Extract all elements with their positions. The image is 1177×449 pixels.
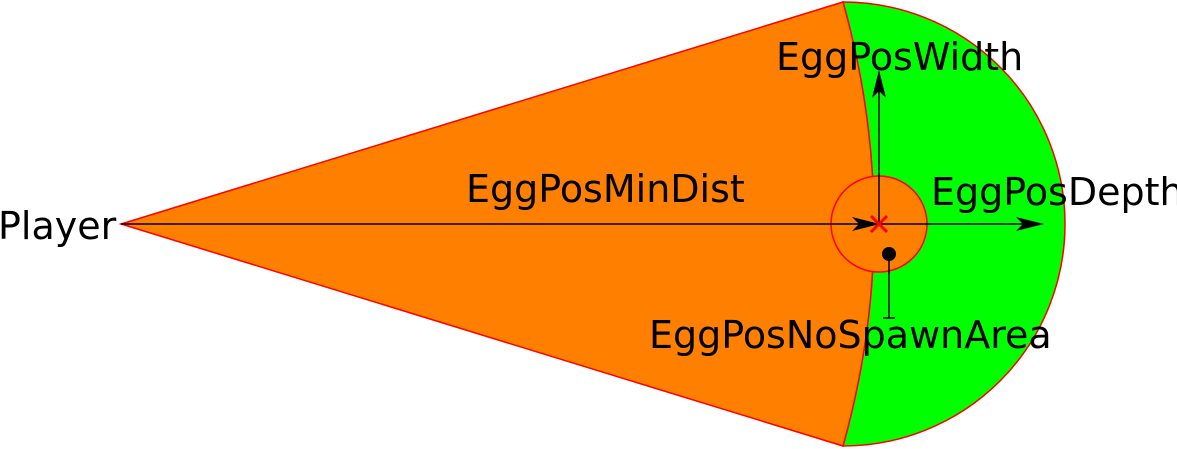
egg-dot-icon [882,247,896,261]
min-dist-label: EggPosMinDist [466,167,745,211]
player-label: Player [0,204,117,248]
no-spawn-area-label: EggPosNoSpawnArea [649,313,1052,357]
width-label: EggPosWidth [776,35,1023,79]
depth-label: EggPosDepth [931,170,1177,214]
center-x-icon [869,214,889,234]
